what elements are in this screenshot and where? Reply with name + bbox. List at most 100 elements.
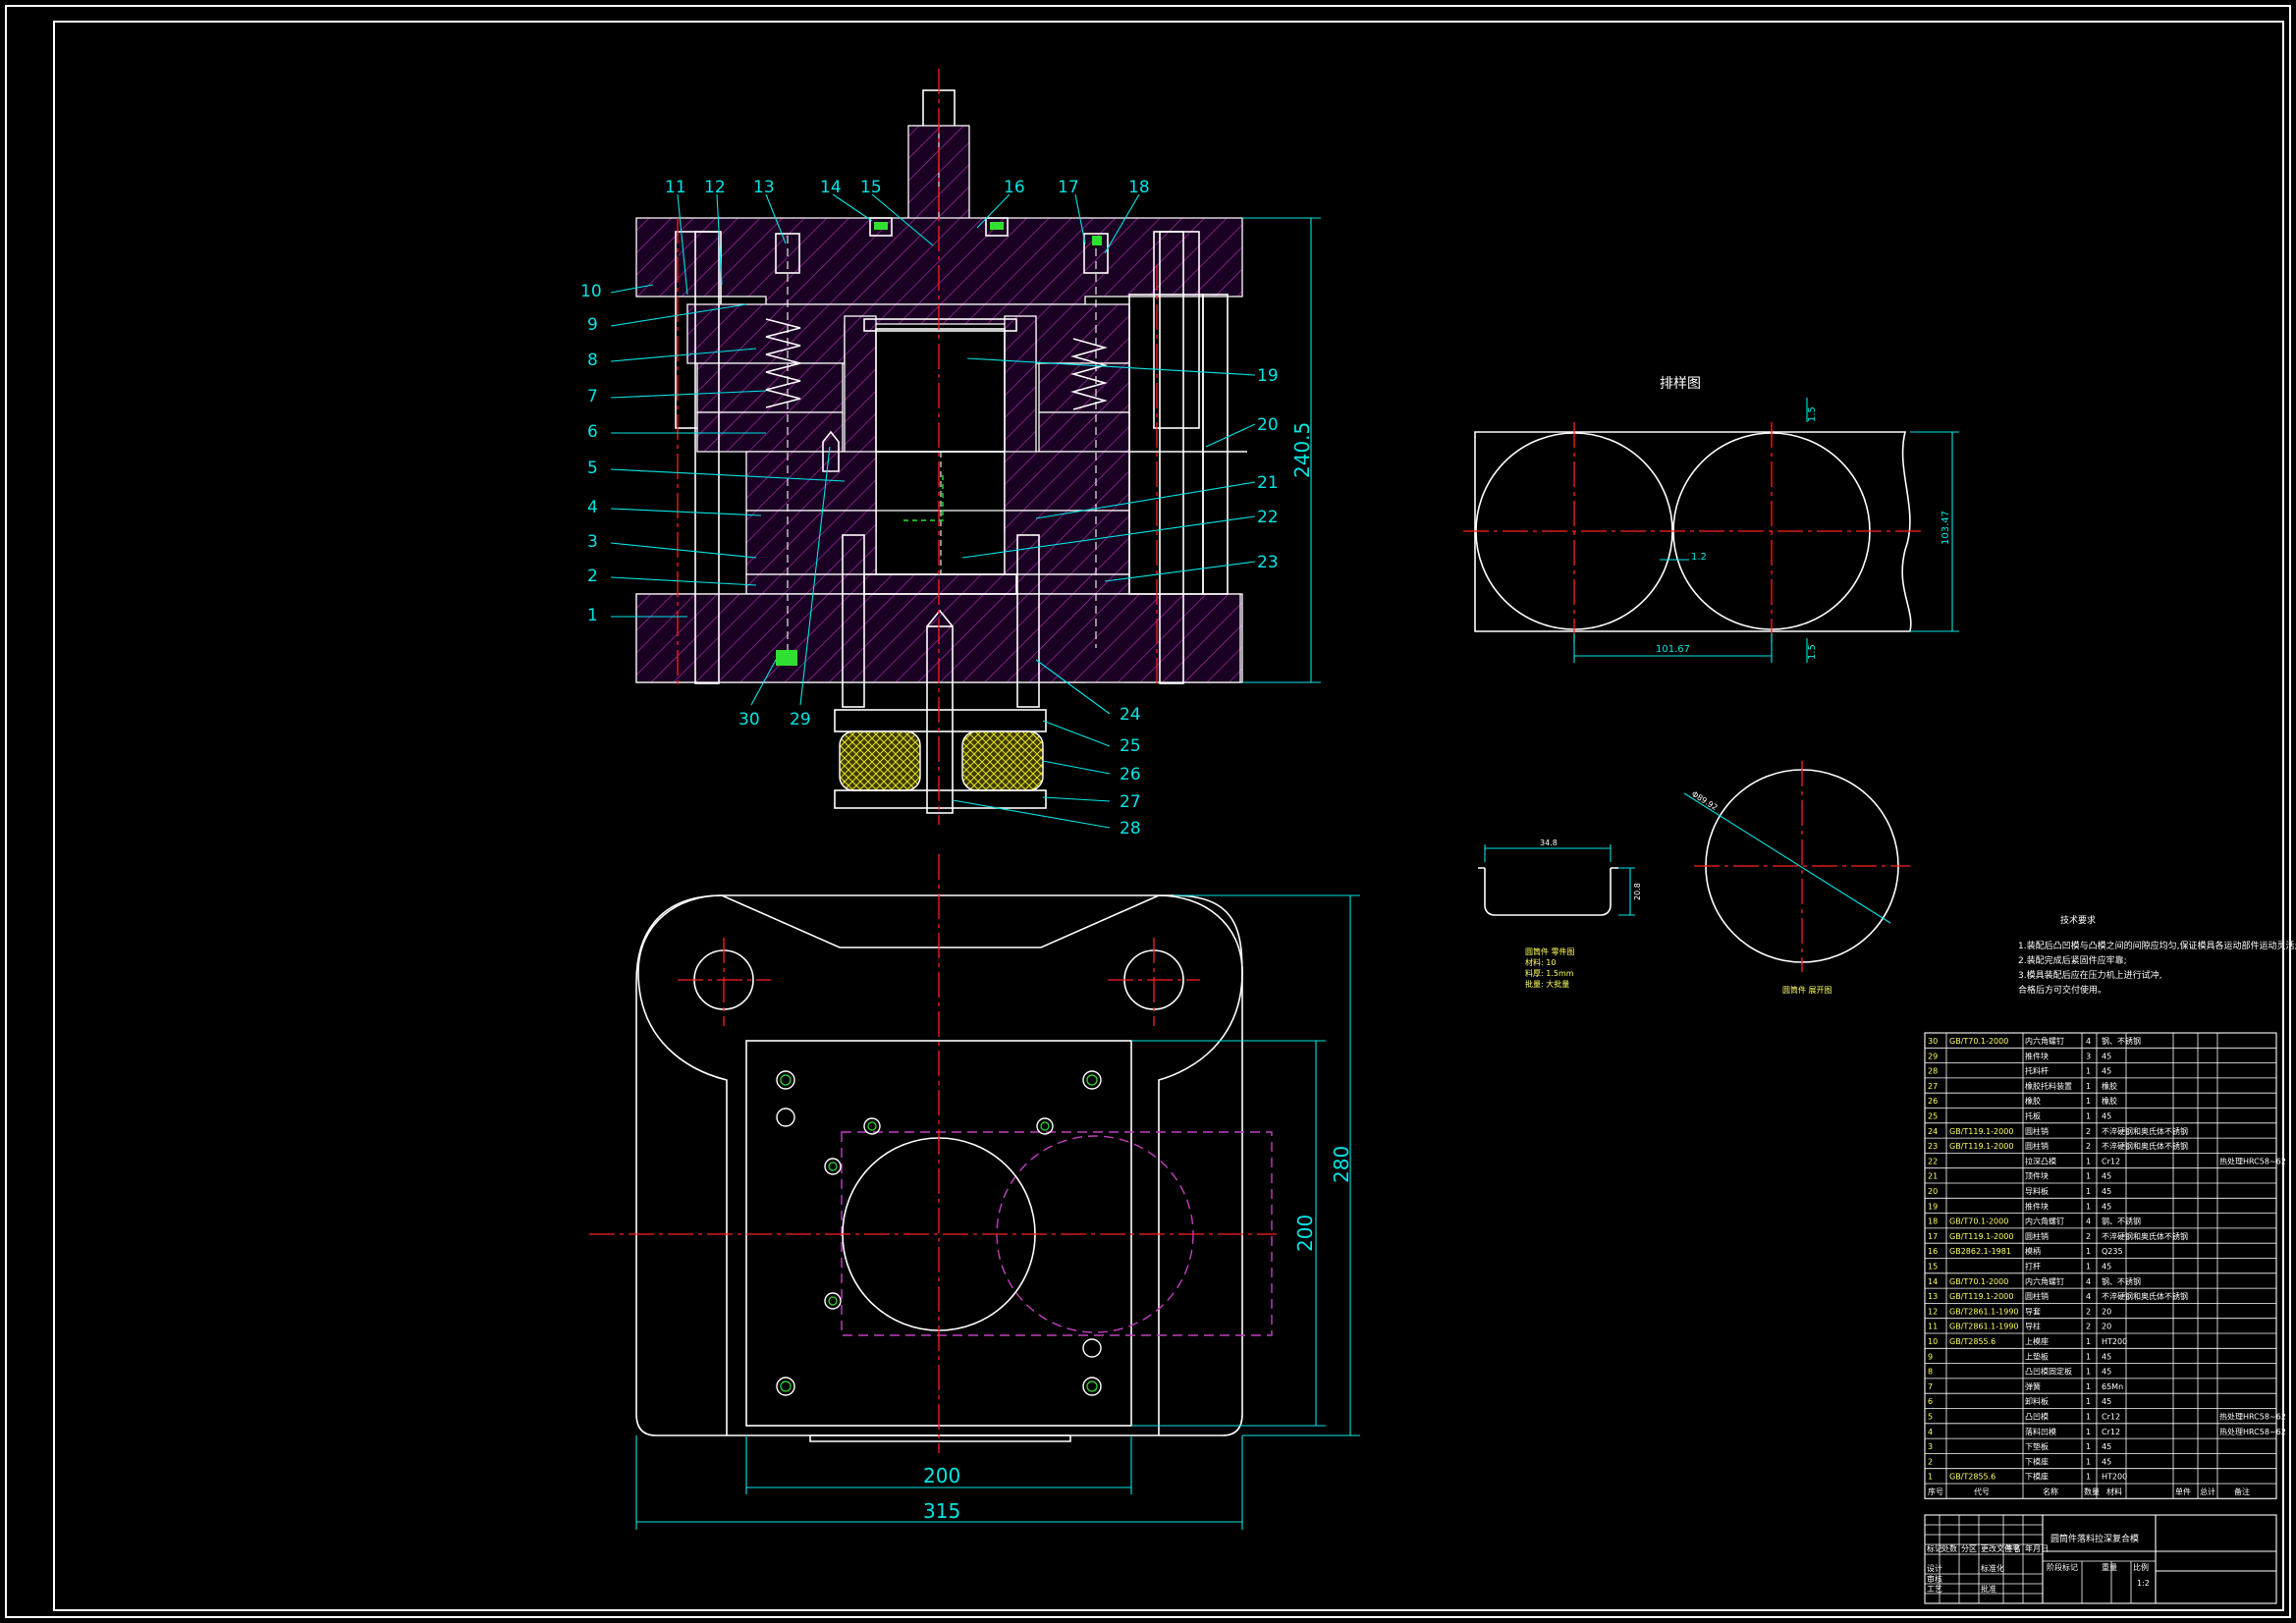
dim-315-width: 315 [923,1499,960,1523]
bom-cell-name: 落料凹模 [2025,1427,2056,1436]
bom-header-mat: 材料 [2106,1487,2122,1496]
tb-label-review: 审核 [1927,1574,1942,1584]
bom-cell-no: 2 [1928,1457,1933,1466]
part-labels: 1 2 3 4 5 6 7 8 9 10 11 12 13 14 15 16 1… [580,178,1279,839]
tb-label-standard: 标准化 [1981,1563,2004,1573]
tech-line-2: 2.装配完成后紧固件应牢靠; [2018,954,2127,966]
bom-cell-name: 卸料板 [2025,1396,2049,1406]
bom-cell-qty: 1 [2086,1337,2091,1346]
bom-cell-std: GB/T119.1-2000 [1949,1232,2013,1241]
bom-cell-std: GB/T70.1-2000 [1949,1277,2008,1286]
bom-cell-qty: 1 [2086,1382,2091,1391]
bom-cell-qty: 4 [2086,1277,2091,1286]
bom-cell-mat: 45 [2102,1067,2111,1076]
bom-cell-name: 圆柱销 [2025,1141,2049,1151]
bom-cell-qty: 3 [2086,1052,2091,1060]
bom-cell-qty: 1 [2086,1112,2091,1121]
bom-cell-qty: 1 [2086,1097,2091,1106]
tb-label-approve: 批准 [1981,1584,1996,1594]
label-1: 1 [587,606,598,625]
bom-cell-name: 下垫板 [2025,1441,2049,1451]
label-19: 19 [1257,366,1279,386]
bom-cell-name: 导套 [2025,1306,2041,1316]
bom-cell-mat: 45 [2102,1263,2111,1271]
label-26: 26 [1120,765,1141,784]
title-block: 圆筒件落料拉深复合模 标记 处数 分区 更改文件号 签名 年月日 设计 标准化 … [1924,1514,2277,1604]
bom-cell-name: 推件块 [2025,1051,2049,1060]
dim-cup-height: 20.8 [1633,883,1642,900]
bom-cell-mat: 20 [2102,1307,2111,1316]
bom-cell-no: 30 [1928,1037,1938,1046]
bom-cell-no: 27 [1928,1082,1938,1091]
bom-cell-qty: 1 [2086,1202,2091,1211]
dim-240-5: 240.5 [1290,422,1314,478]
bom-cell-mat: 45 [2102,1112,2111,1121]
label-23: 23 [1257,553,1279,572]
bom-cell-std: GB/T2855.6 [1949,1473,1995,1482]
bom-cell-no: 23 [1928,1142,1938,1151]
dim-cup-diameter: 34.8 [1540,839,1558,847]
label-7: 7 [587,387,598,406]
bom-cell-no: 14 [1928,1277,1938,1286]
layout-title: 排样图 [1660,376,1701,392]
label-13: 13 [753,178,775,197]
bom-cell-qty: 1 [2086,1247,2091,1256]
bom-cell-mat: 不淬硬钢和奥氏体不锈钢 [2102,1141,2188,1151]
bom-cell-no: 13 [1928,1292,1938,1301]
bom-cell-std: GB/T119.1-2000 [1949,1142,2013,1151]
bom-cell-no: 20 [1928,1187,1938,1196]
bom-cell-mat: Cr12 [2102,1157,2120,1165]
bom-cell-name: 圆柱销 [2025,1231,2049,1241]
drawing-name: 圆筒件落料拉深复合模 [2050,1533,2139,1544]
part-leaders [610,193,1256,829]
label-28: 28 [1120,819,1141,839]
tb-label-design: 设计 [1927,1563,1942,1573]
bom-header-name: 名称 [2043,1487,2058,1496]
bom-cell-name: 打杆 [2025,1262,2041,1271]
inner-border [53,21,2284,1611]
caption-line-4: 批量: 大批量 [1525,979,1569,989]
bom-cell-no: 9 [1928,1352,1933,1361]
bom-cell-mat: 45 [2102,1368,2111,1377]
bom-cell-name: 凸凹模 [2025,1412,2049,1422]
technical-requirements: 技术要求 1.装配后凸凹模与凸模之间的间隙应均匀,保证模具各运动部件运动灵活; … [2018,914,2296,996]
label-2: 2 [587,567,598,586]
label-6: 6 [587,422,598,442]
bom-cell-std: GB/T2861.1-1990 [1949,1307,2019,1316]
bom-cell-name: 下模座 [2025,1472,2049,1482]
bom-cell-mat: 钢、不锈钢 [2102,1217,2141,1226]
bom-cell-mat: 不淬硬钢和奥氏体不锈钢 [2102,1126,2188,1136]
tb-scale-value: 1:2 [2137,1579,2150,1588]
label-8: 8 [587,351,598,370]
bom-cell-qty: 1 [2086,1157,2091,1165]
bom-cell-qty: 4 [2086,1217,2091,1226]
bom-cell-name: 导料板 [2025,1186,2049,1196]
bom-cell-mat: 不淬硬钢和奥氏体不锈钢 [2102,1291,2188,1301]
bom-cell-name: 弹簧 [2025,1381,2041,1391]
bom-cell-name: 托板 [2025,1111,2041,1121]
bom-cell-qty: 1 [2086,1473,2091,1482]
bom-cell-qty: 4 [2086,1292,2091,1301]
dim-1-5-bottom: 1.5 [1807,644,1818,660]
die-section-view [635,69,1247,825]
bom-cell-name: 圆柱销 [2025,1291,2049,1301]
bom-cell-no: 6 [1928,1397,1933,1406]
bom-header-std: 代号 [1974,1487,1990,1496]
bom-cell-mat: 65Mn [2102,1382,2123,1391]
tb-label-sign: 签名 [2005,1543,2021,1553]
die-plan-view [589,854,1277,1453]
bom-cell-no: 22 [1928,1157,1938,1165]
bom-cell-name: 导柱 [2025,1322,2041,1331]
bom-cell-std: GB/T119.1-2000 [1949,1127,2013,1136]
bom-cell-no: 16 [1928,1247,1938,1256]
bom-cell-name: 上垫板 [2025,1351,2049,1361]
bom-cell-qty: 2 [2086,1142,2091,1151]
bom-cell-no: 1 [1928,1473,1933,1482]
label-9: 9 [587,315,598,335]
tech-line-4: 合格后方可交付使用。 [2018,984,2106,996]
tech-title: 技术要求 [2060,914,2096,926]
dim-1-5-top: 1.5 [1807,406,1818,422]
label-5: 5 [587,459,598,478]
bom-cell-name: 顶件块 [2025,1171,2049,1181]
bom-cell-name: 托料杆 [2025,1066,2049,1076]
